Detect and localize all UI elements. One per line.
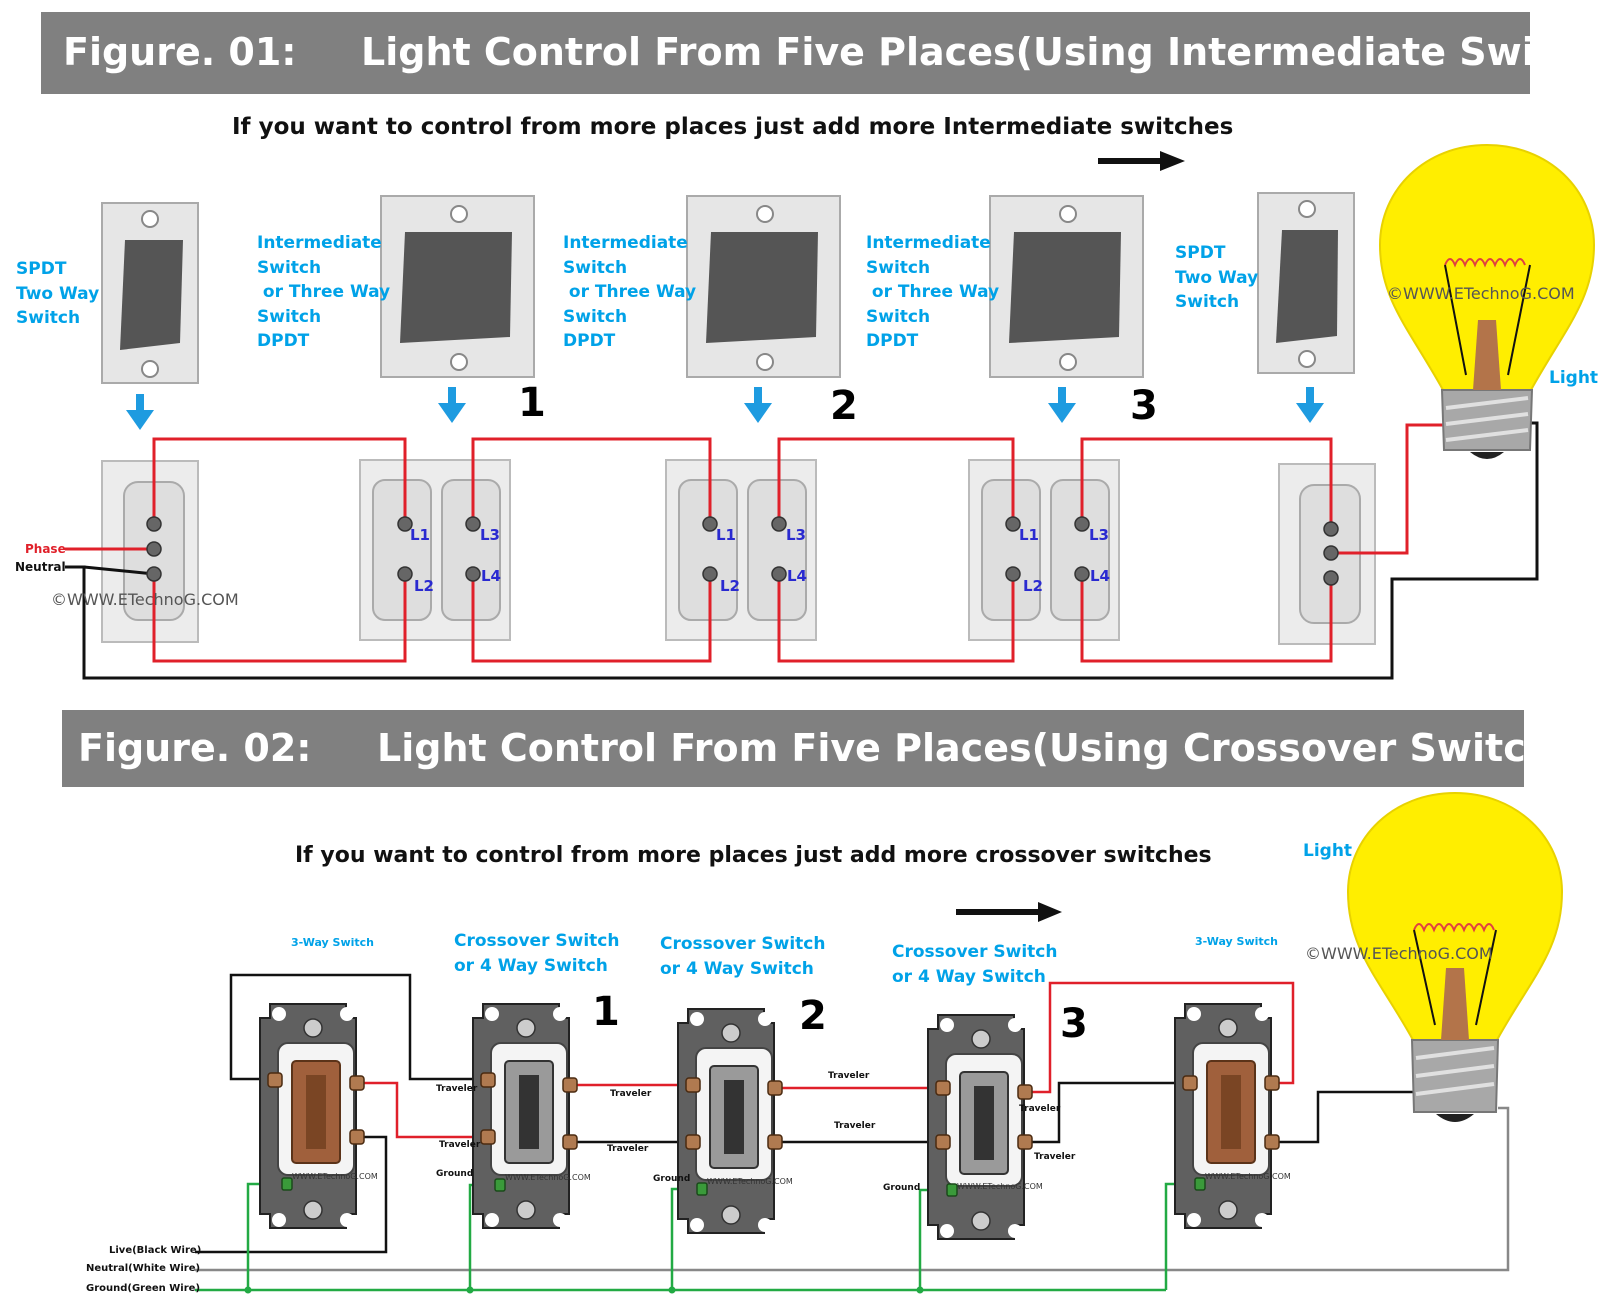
- traveler-label: Traveler: [828, 1071, 870, 1081]
- figure-1-banner: Figure. 01: Light Control From Five Plac…: [41, 12, 1600, 94]
- ground-label: Ground: [653, 1174, 691, 1184]
- crossover-number-1: 1: [592, 989, 620, 1035]
- terminal-L1: L1: [716, 526, 736, 544]
- figure-1-title: Light Control From Five Places(Using Int…: [361, 30, 1600, 74]
- device-watermark: WWW.ETechnoG.COM: [957, 1182, 1043, 1191]
- light-bulb-icon: [1378, 143, 1596, 459]
- device-watermark: WWW.ETechnoG.COM: [707, 1177, 793, 1186]
- ground-wire-label: Ground(Green Wire): [86, 1283, 201, 1294]
- switch-number-1: 1: [518, 380, 546, 426]
- traveler-label: Traveler: [436, 1084, 478, 1094]
- light-bulb-icon: [1346, 791, 1564, 1122]
- terminal-L3: L3: [786, 526, 806, 544]
- switch-number-2: 2: [830, 383, 858, 429]
- live-wire-label: Live(Black Wire): [109, 1245, 202, 1256]
- light-label-1: Light: [1549, 368, 1599, 388]
- phase-label: Phase: [25, 542, 66, 556]
- switch-number-3: 3: [1130, 383, 1158, 429]
- crossover-number-3: 3: [1060, 1001, 1088, 1047]
- intermediate-3-label: Intermediate Switch or Three Way Switch …: [866, 233, 1000, 351]
- terminal-L3: L3: [1089, 526, 1109, 544]
- crossover-switch-3: [927, 1014, 1025, 1240]
- figure-2-banner: Figure. 02: Light Control From Five Plac…: [62, 710, 1570, 787]
- three-way-right-label: 3-Way Switch: [1195, 935, 1279, 948]
- terminal-L1: L1: [1019, 526, 1039, 544]
- neutral-label: Neutral: [15, 560, 66, 574]
- ground-label: Ground: [436, 1169, 474, 1179]
- figure-1-subtitle: If you want to control from more places …: [232, 114, 1234, 140]
- terminal-L4: L4: [1090, 567, 1110, 585]
- watermark-1a: ©WWW.ETechnoG.COM: [1387, 284, 1575, 303]
- rocker-left: [120, 240, 183, 350]
- intermediate-1-label: Intermediate Switch or Three Way Switch …: [257, 233, 391, 351]
- spdt-left-label: SPDT Two Way Switch: [16, 259, 100, 328]
- figure-2-title: Light Control From Five Places(Using Cro…: [377, 726, 1571, 770]
- crossover-3-label: Crossover Switch or 4 Way Switch: [892, 942, 1058, 987]
- device-watermark: WWW.ETechnoG.COM: [292, 1172, 378, 1181]
- terminal-L3: L3: [480, 526, 500, 544]
- watermark-1b: ©WWW.ETechnoG.COM: [51, 590, 239, 609]
- device-watermark: WWW.ETechnoG.COM: [505, 1173, 591, 1182]
- crossover-1-label: Crossover Switch or 4 Way Switch: [454, 931, 620, 976]
- crossover-number-2: 2: [799, 993, 827, 1039]
- three-way-switch-right: [1174, 1003, 1272, 1229]
- crossover-2-label: Crossover Switch or 4 Way Switch: [660, 934, 826, 979]
- direction-arrow-icon: [956, 902, 1062, 922]
- intermediate-2-label: Intermediate Switch or Three Way Switch …: [563, 233, 697, 351]
- traveler-label: Traveler: [439, 1140, 481, 1150]
- light-label-2: Light: [1303, 841, 1353, 861]
- terminal-L2: L2: [414, 577, 434, 595]
- traveler-label: Traveler: [607, 1144, 649, 1154]
- terminal-L4: L4: [481, 567, 501, 585]
- traveler-label: Traveler: [1019, 1104, 1061, 1114]
- watermark-2: ©WWW.ETechnoG.COM: [1305, 944, 1493, 963]
- terminal-L1: L1: [410, 526, 430, 544]
- figure-1-label: Figure. 01:: [63, 30, 297, 74]
- crossover-switch-1: [472, 1003, 570, 1229]
- terminal-L4: L4: [787, 567, 807, 585]
- traveler-label: Traveler: [834, 1121, 876, 1131]
- spdt-right-label: SPDT Two Way Switch: [1175, 243, 1259, 312]
- terminal-L2: L2: [720, 577, 740, 595]
- direction-arrow-icon: [1098, 151, 1185, 171]
- three-way-left-label: 3-Way Switch: [291, 936, 375, 949]
- crossover-switch-2: [677, 1008, 775, 1234]
- neutral-wire-label: Neutral(White Wire): [86, 1263, 201, 1274]
- terminal-L2: L2: [1023, 577, 1043, 595]
- traveler-label: Traveler: [610, 1089, 652, 1099]
- ground-label: Ground: [883, 1183, 921, 1193]
- figure-2-subtitle: If you want to control from more places …: [295, 843, 1212, 868]
- figure-1-diagram: [65, 143, 1596, 680]
- device-watermark: WWW.ETechnoG.COM: [1205, 1172, 1291, 1181]
- down-arrow-icon: [126, 387, 1324, 430]
- traveler-label: Traveler: [1034, 1152, 1076, 1162]
- three-way-switch-left: [259, 1003, 357, 1229]
- figure-2-label: Figure. 02:: [78, 726, 312, 770]
